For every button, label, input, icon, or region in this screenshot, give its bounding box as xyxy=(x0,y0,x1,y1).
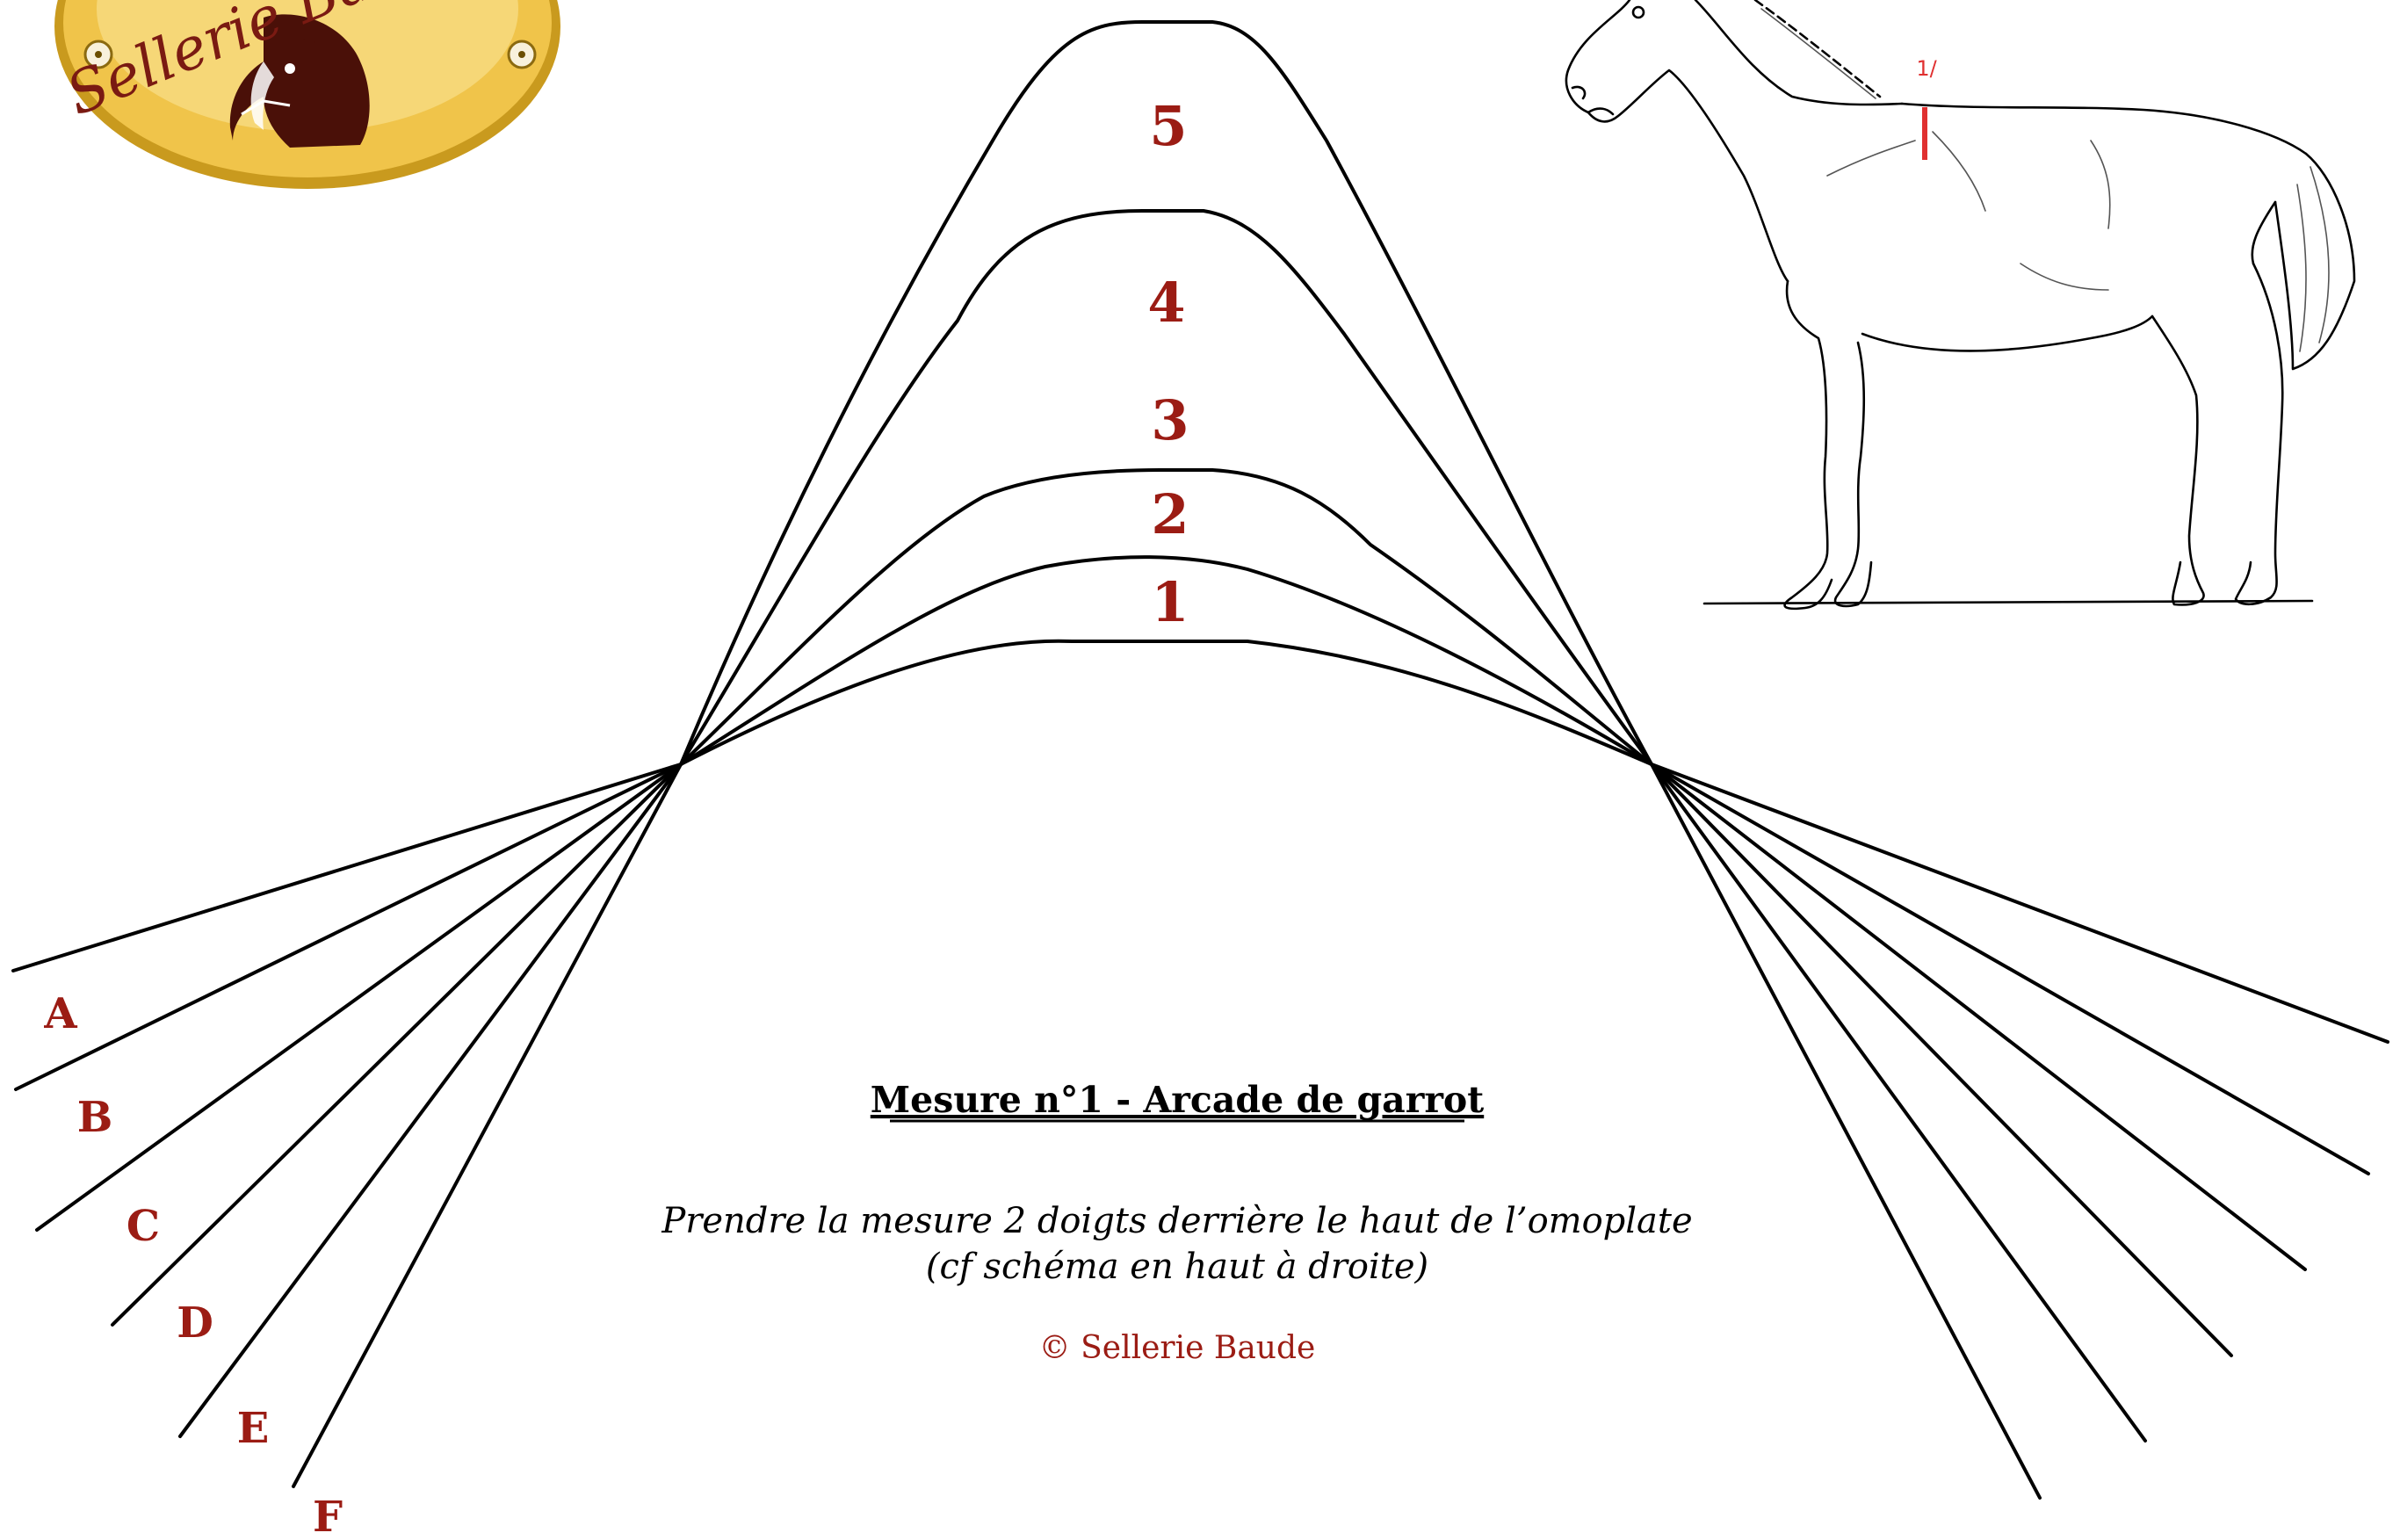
arch-label-4: 4 xyxy=(1147,271,1185,335)
caption: Mesure n°1 - Arcade de garrot Prendre la… xyxy=(661,1079,1692,1366)
caption-instruction-line-2: (cf schéma en haut à droite) xyxy=(926,1247,1428,1287)
branch-line-left-B xyxy=(16,764,681,1089)
branch-line-left-E xyxy=(180,764,681,1436)
arch-label-3: 3 xyxy=(1151,388,1189,452)
arch-labels: 1 2 3 4 5 xyxy=(1147,94,1189,634)
right-branches xyxy=(1652,764,2388,1498)
branch-labels: A B C D E F xyxy=(43,989,343,1540)
copyright-text: © Sellerie Baude xyxy=(1039,1330,1316,1366)
arch-label-5: 5 xyxy=(1149,94,1187,158)
arch-label-1: 1 xyxy=(1151,570,1189,634)
branch-label-B: B xyxy=(77,1093,113,1142)
branch-line-right-A xyxy=(1652,764,2388,1042)
branch-label-E: E xyxy=(237,1404,270,1453)
caption-title: Mesure n°1 - Arcade de garrot xyxy=(871,1079,1485,1121)
horse-sketch: 1/ xyxy=(1566,0,2354,609)
arch-curve-1 xyxy=(681,641,1652,764)
branch-line-right-D xyxy=(1652,764,2231,1356)
branch-line-left-A xyxy=(13,764,681,971)
logo: Sellerie Baude xyxy=(54,0,560,189)
branch-label-F: F xyxy=(313,1493,343,1540)
branch-label-C: C xyxy=(127,1202,160,1251)
arch-label-2: 2 xyxy=(1151,482,1189,546)
branch-line-right-E xyxy=(1652,764,2145,1441)
caption-instruction-line-1: Prendre la mesure 2 doigts derrière le h… xyxy=(661,1201,1692,1241)
left-branches xyxy=(13,764,681,1486)
branch-label-A: A xyxy=(43,989,77,1038)
withers-marker-label: 1/ xyxy=(1916,56,1937,81)
branch-line-left-D xyxy=(112,764,681,1325)
branch-line-right-C xyxy=(1652,764,2305,1269)
branch-line-left-C xyxy=(37,764,681,1230)
branch-label-D: D xyxy=(177,1298,213,1348)
branch-line-left-F xyxy=(293,764,681,1486)
